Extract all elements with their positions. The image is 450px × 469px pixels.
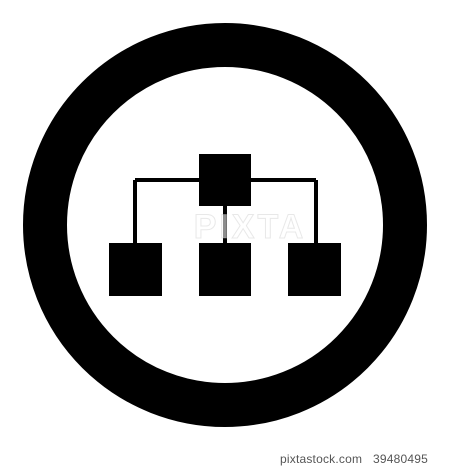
stock-footer: [0, 449, 450, 469]
stock-source-label: pixtastock.com: [280, 452, 363, 466]
ring-icon: [23, 23, 427, 427]
top-node: [199, 154, 251, 206]
stock-image-id: 39480495: [373, 452, 428, 466]
bottom-right-node: [288, 243, 341, 296]
watermark-text: PIXTA: [194, 208, 307, 246]
sitemap-hierarchy-icon: [109, 154, 341, 296]
bottom-center-node: [199, 243, 251, 296]
bottom-left-node: [109, 243, 162, 296]
